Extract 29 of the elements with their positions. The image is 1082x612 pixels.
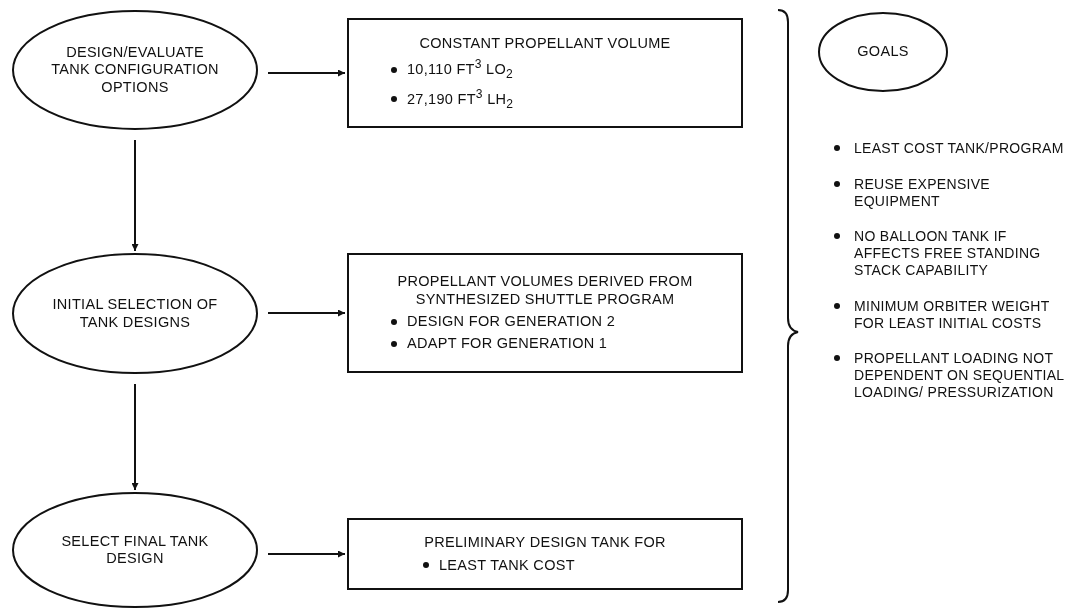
arrow [267,69,346,77]
process-box [347,18,743,128]
box-heading: PRELIMINARY DESIGN TANK FOR [424,534,666,552]
goal-text: NO BALLOON TANK IF AFFECTS FREE STANDING STACK CAPABILITY [854,228,1042,279]
process-ellipse [12,492,258,608]
arrow [267,550,346,558]
arrow [267,309,346,317]
arrow [131,139,139,252]
bullet-text: ADAPT FOR GENERATION 1 [407,335,608,353]
process-ellipse [818,12,948,92]
node-label: SELECT FINAL TANK DESIGN [60,532,210,568]
node-label: INITIAL SELECTION OF TANK DESIGNS [51,296,219,331]
bullet-text: LEAST TANK COST [439,556,575,574]
goal-text: PROPELLANT LOADING NOT DEPENDENT ON SEQUENTIAL LOADING/ PRESSURIZATION [854,350,1065,401]
process-ellipse [12,253,258,374]
process-ellipse [12,10,258,130]
arrow [131,383,139,491]
bullet-text: DESIGN FOR GENERATION 2 [407,313,616,331]
goal-text: LEAST COST TANK/PROGRAM [854,140,1064,157]
bullet-text: 10,110 FT$^{3}$ LO$_{2}$ [407,57,514,82]
node-label: DESIGN/EVALUATE TANK CONFIGURATION OPTIONS [50,43,220,97]
process-box [347,253,743,373]
node-label: GOALS [857,43,909,61]
goal-text: REUSE EXPENSIVE EQUIPMENT [854,175,991,210]
goal-text: MINIMUM ORBITER WEIGHT FOR LEAST INITIAL COSTS [854,297,1051,332]
process-box [347,518,743,590]
box-heading: CONSTANT PROPELLANT VOLUME [419,35,671,53]
box-heading: PROPELLANT VOLUMES DERIVED FROM SYNTHESIZED SHUTTLE PROGRAM [396,273,694,308]
bullet-text: 27,190 FT$^{3}$ LH$_{2}$ [407,86,514,111]
